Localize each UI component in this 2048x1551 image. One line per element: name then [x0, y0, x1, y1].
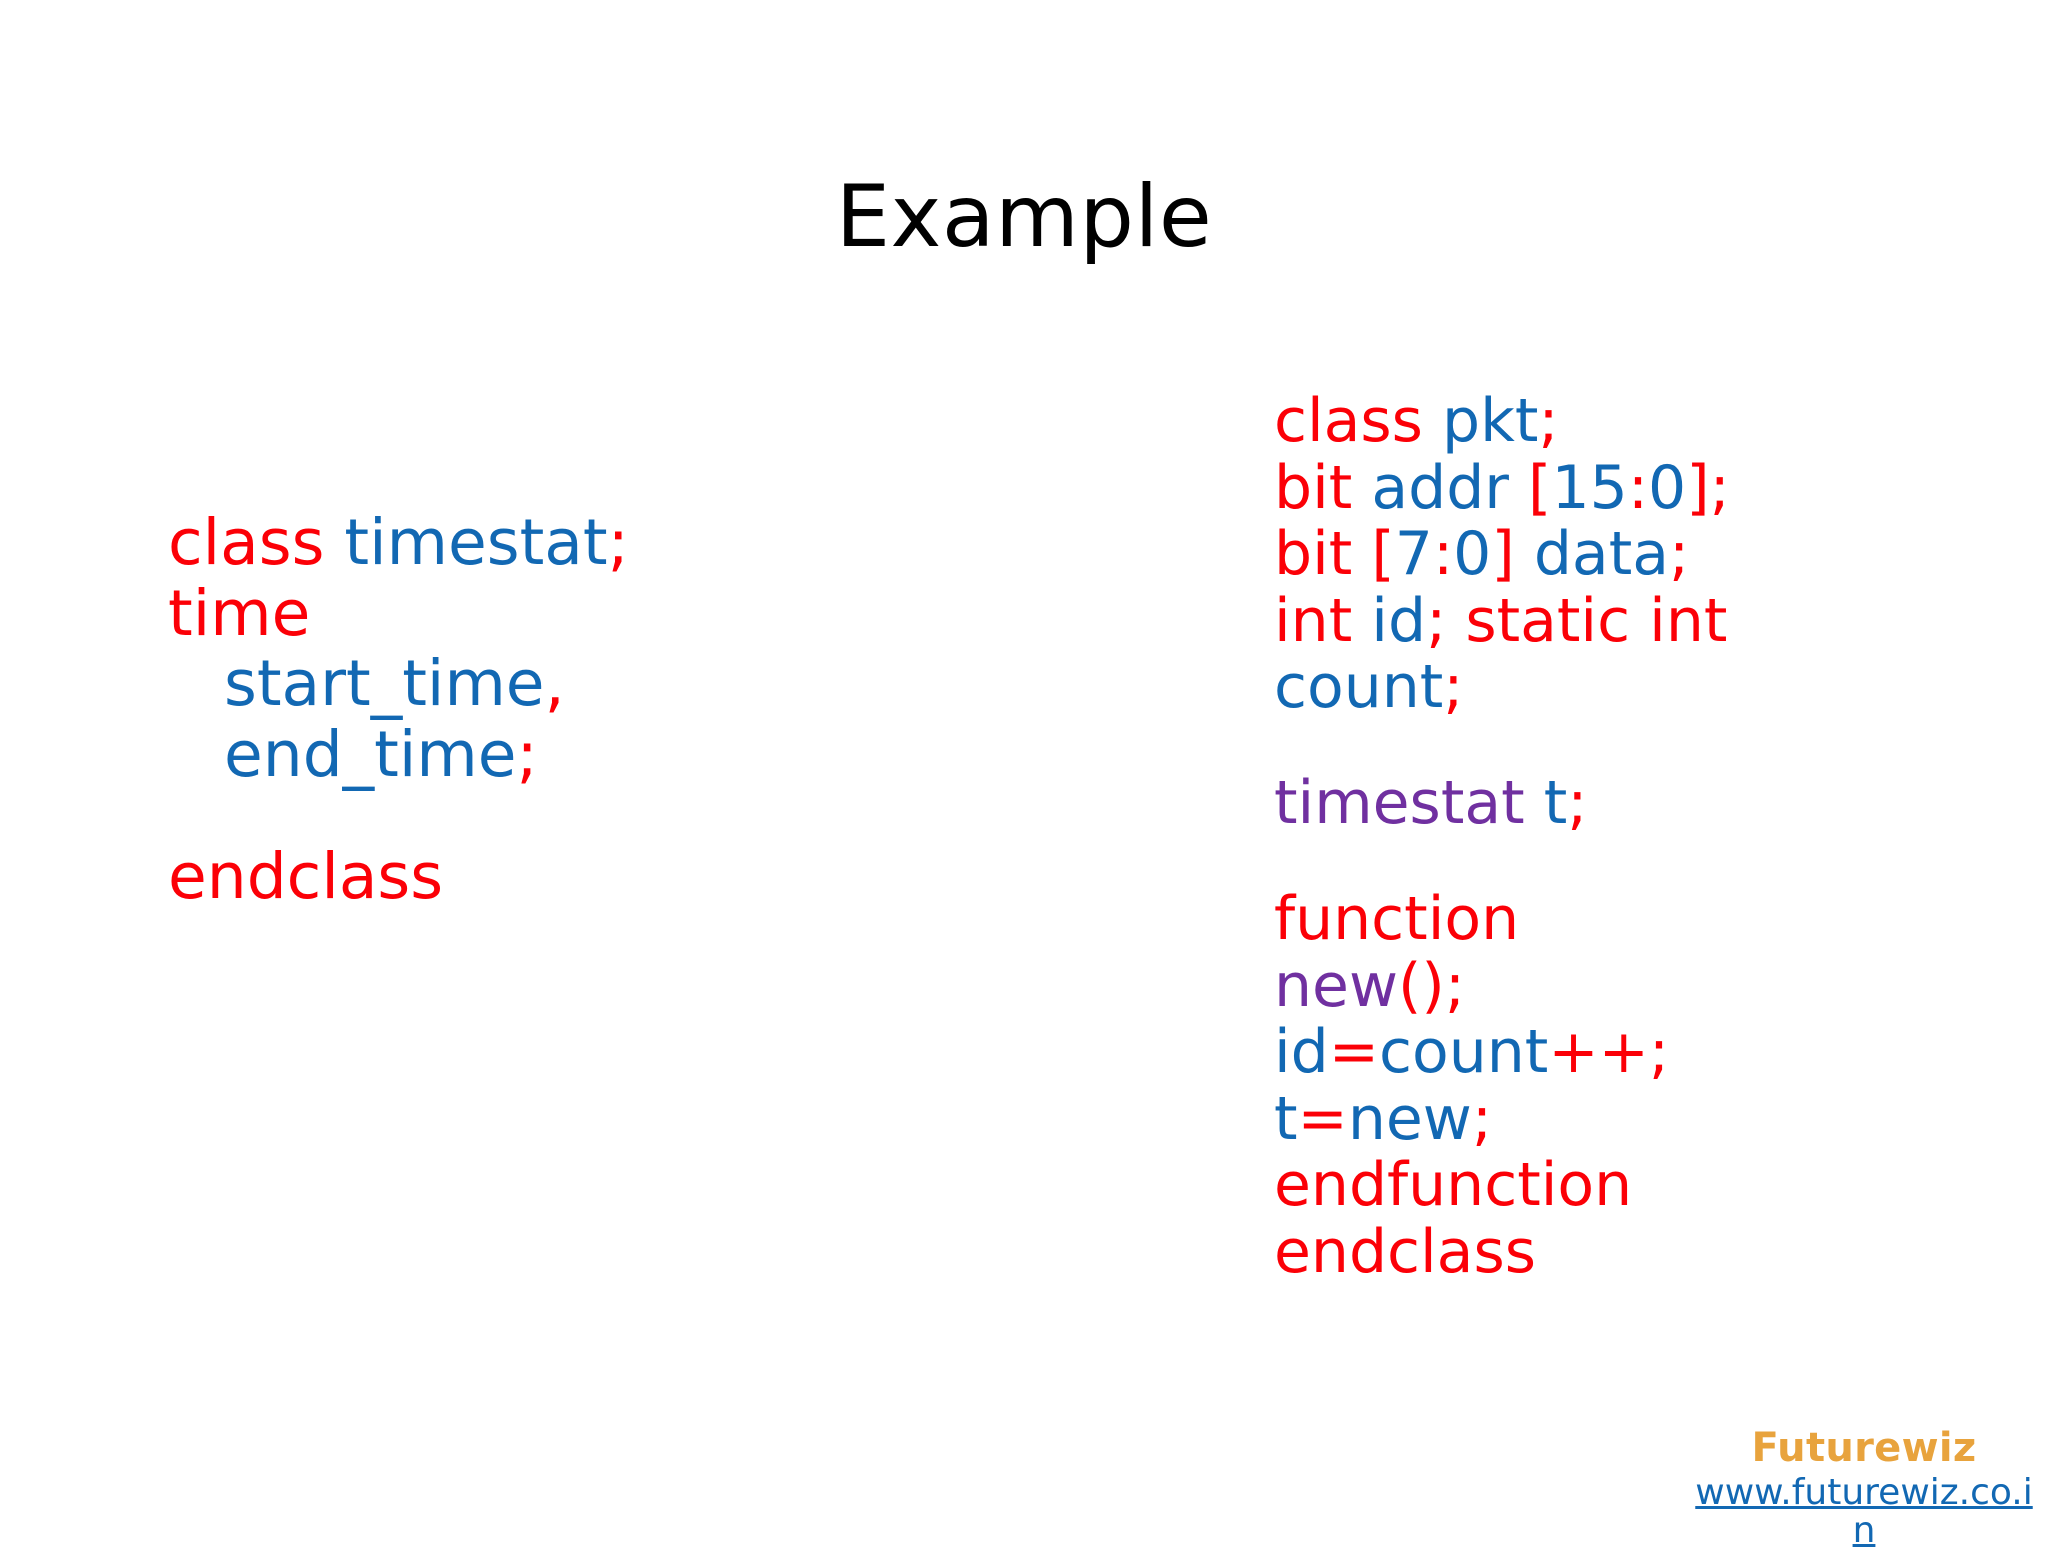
code-token: , — [544, 647, 565, 721]
code-line: timestat t; — [1274, 770, 1894, 837]
code-line: bit [7:0] data; — [1274, 521, 1894, 588]
code-token: class — [1274, 386, 1443, 456]
code-token: pkt — [1442, 386, 1539, 456]
code-token: class — [168, 506, 345, 579]
code-token: end_time — [224, 717, 517, 791]
code-token: count — [1274, 652, 1444, 723]
code-token: int — [1274, 585, 1372, 656]
code-line: count; — [1274, 654, 1894, 721]
code-token: (); — [1398, 950, 1466, 1021]
code-token: new — [1274, 950, 1399, 1021]
code-token: ; — [1538, 386, 1559, 456]
code-token: : — [1627, 452, 1649, 523]
code-line: bit addr [15:0]; — [1274, 452, 1894, 523]
code-token: ; — [1443, 652, 1464, 723]
code-token: ; — [607, 506, 629, 579]
code-token: id — [1371, 585, 1427, 656]
code-line: endfunction — [1274, 1152, 1894, 1219]
code-token: ; — [1669, 519, 1690, 590]
code-token: count — [1379, 1017, 1549, 1088]
code-token: timestat — [344, 506, 608, 579]
code-token: : — [1432, 519, 1454, 590]
code-token: 15 — [1551, 452, 1628, 523]
code-token: new — [1347, 1083, 1472, 1154]
code-token: 0 — [1648, 452, 1687, 523]
code-token: ; — [1471, 1083, 1493, 1154]
code-line: endclass — [168, 839, 808, 913]
code-line: class timestat; — [168, 506, 808, 579]
code-token: ; static int — [1426, 585, 1728, 656]
code-line: int id; static int — [1274, 585, 1894, 656]
code-token: time — [168, 576, 311, 650]
code-token: = — [1328, 1017, 1380, 1088]
code-line: endclass — [1274, 1219, 1894, 1286]
brand-website-link[interactable]: www.futurewiz.co.in — [1695, 1472, 2033, 1551]
code-line: end_time; — [168, 717, 808, 791]
code-token: bit — [1274, 452, 1372, 523]
code-token: data — [1533, 519, 1669, 590]
code-line: class pkt; — [1274, 388, 1894, 455]
code-block-pkt: class pkt;bit addr [15:0];bit [7:0] data… — [1274, 388, 1894, 1286]
code-token: endfunction — [1274, 1150, 1633, 1221]
code-token: ]; — [1686, 452, 1730, 523]
code-token: bit [ — [1274, 519, 1395, 590]
code-token: [ — [1508, 452, 1552, 523]
code-token: t — [1274, 1083, 1298, 1154]
code-token: ; — [516, 717, 538, 791]
code-token: timestat — [1274, 768, 1525, 839]
footer-branding: Futurewiz www.futurewiz.co.in — [1684, 1428, 2044, 1550]
page-title: Example — [835, 167, 1213, 267]
code-token: start_time — [224, 647, 545, 721]
code-token: endclass — [168, 839, 444, 913]
code-line: start_time, — [168, 647, 808, 721]
brand-name-label: Futurewiz — [1751, 1425, 1977, 1471]
code-token: function — [1274, 883, 1520, 954]
code-line: new(); — [1274, 950, 1894, 1021]
code-token: ++; — [1548, 1017, 1670, 1088]
code-token: endclass — [1274, 1216, 1536, 1287]
code-token: addr — [1371, 452, 1509, 523]
code-line: function — [1274, 886, 1894, 953]
code-line: id=count++; — [1274, 1019, 1894, 1086]
code-token: t — [1524, 768, 1568, 839]
code-token: 7 — [1394, 519, 1433, 590]
code-token: ; — [1567, 768, 1588, 839]
code-line: time — [168, 576, 808, 650]
code-line: t=new; — [1274, 1083, 1894, 1154]
code-token: 0 — [1453, 519, 1492, 590]
code-token: id — [1274, 1017, 1329, 1088]
code-token: = — [1297, 1083, 1348, 1154]
code-token: ] — [1491, 519, 1534, 590]
